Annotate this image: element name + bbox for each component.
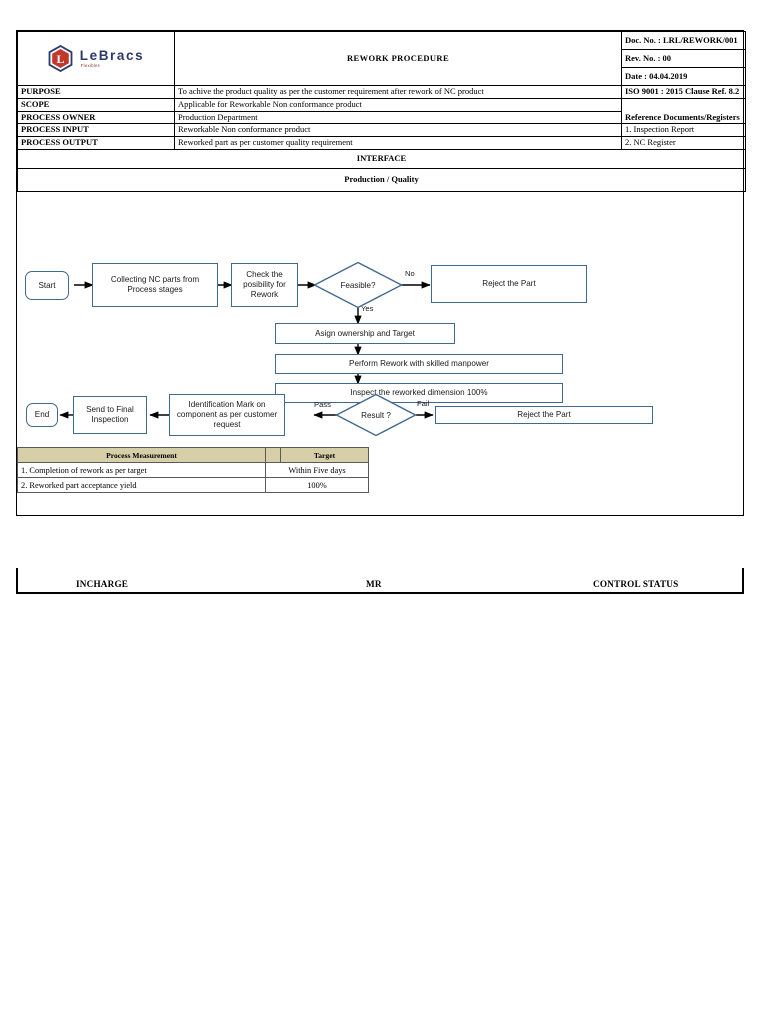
value-process-output: Reworked part as per customer quality re…	[174, 136, 622, 150]
flow-node-start[interactable]: Start	[25, 271, 69, 300]
flow-node-result-label: Result ?	[361, 410, 391, 420]
row-process-output: PROCESS OUTPUT Reworked part as per cust…	[17, 136, 746, 150]
company-logo: L LeBracs Flexibles	[21, 33, 171, 84]
flow-node-check-possibility[interactable]: Check the posibility for Rework	[231, 263, 298, 307]
footer-mr: MR	[366, 579, 382, 589]
flow-node-perform-rework[interactable]: Perform Rework with skilled manpower	[275, 354, 563, 374]
flow-node-assign-ownership[interactable]: Asign ownership and Target	[275, 323, 455, 344]
pm-row-1: 1. Completion of rework as per target Wi…	[17, 462, 369, 478]
flow-node-feasible-decision[interactable]: Feasible?	[313, 261, 403, 309]
pm-target-1: Within Five days	[265, 462, 369, 478]
doc-no: Doc. No. : LRL/REWORK/001	[621, 31, 746, 50]
header-row-title: L LeBracs Flexibles REWORK PROCEDURE Doc…	[17, 31, 746, 86]
logo-wordmark: LeBracs Flexibles	[80, 49, 144, 69]
row-process-owner: PROCESS OWNER Production Department	[17, 110, 746, 125]
edge-label-no: No	[405, 269, 415, 278]
document-title: REWORK PROCEDURE	[174, 31, 622, 86]
flow-node-reject-bottom[interactable]: Reject the Part	[435, 406, 653, 424]
pm-target-2: 100%	[265, 477, 369, 493]
logo-name: LeBracs	[79, 47, 145, 63]
pm-measure-1: 1. Completion of rework as per target	[17, 462, 266, 478]
doc-date: Date : 04.04.2019	[621, 67, 746, 86]
flow-node-result-decision[interactable]: Result ?	[335, 393, 417, 437]
process-measurement-table: Process Measurement Target 1. Completion…	[17, 447, 369, 493]
logo-subtitle: Flexibles	[80, 63, 100, 69]
value-scope: Applicable for Reworkable Non conformanc…	[174, 97, 622, 112]
flow-node-identification-mark[interactable]: Identification Mark on component as per …	[169, 394, 285, 436]
reference-item-1: 1. Inspection Report	[621, 123, 746, 138]
pm-header-gap	[265, 447, 281, 463]
document-frame: L LeBracs Flexibles REWORK PROCEDURE Doc…	[16, 30, 746, 516]
flowchart: Start Collecting NC parts from Process s…	[17, 243, 743, 515]
label-process-owner: PROCESS OWNER	[17, 110, 175, 125]
row-purpose: PURPOSE To achive the product quality as…	[17, 85, 746, 99]
reference-heading: Reference Documents/Registers	[621, 97, 746, 125]
iso-clause: ISO 9001 : 2015 Clause Ref. 8.2	[621, 85, 746, 99]
flow-node-send-final-inspection[interactable]: Send to Final Inspection	[73, 396, 147, 434]
flow-node-inspect-dimension[interactable]: Inspect the reworked dimension 100%	[275, 383, 563, 403]
rev-no: Rev. No. : 00	[621, 49, 746, 68]
row-interface: INTERFACE	[17, 148, 746, 169]
signature-footer: INCHARGE MR CONTROL STATUS	[16, 568, 744, 594]
edge-label-pass: Pass	[314, 400, 331, 409]
svg-text:L: L	[56, 52, 64, 66]
header-table: L LeBracs Flexibles REWORK PROCEDURE Doc…	[17, 31, 746, 192]
value-process-input: Reworkable Non conformance product	[174, 123, 622, 138]
flow-node-collect[interactable]: Collecting NC parts from Process stages	[92, 263, 218, 307]
header-row-date: Date : 04.04.2019	[18, 67, 746, 86]
logo-cell: L LeBracs Flexibles	[17, 31, 175, 86]
row-scope: SCOPE Applicable for Reworkable Non conf…	[17, 97, 746, 125]
hexagon-logo-icon: L	[48, 45, 73, 72]
label-purpose: PURPOSE	[17, 85, 175, 99]
footer-control-status: CONTROL STATUS	[593, 579, 679, 589]
footer-incharge: INCHARGE	[76, 579, 129, 589]
label-process-input: PROCESS INPUT	[17, 123, 175, 138]
pm-row-2: 2. Reworked part acceptance yield 100%	[17, 477, 369, 493]
edge-label-fail: Fail	[417, 399, 430, 408]
flow-node-end[interactable]: End	[26, 403, 58, 427]
label-scope: SCOPE	[17, 97, 175, 112]
value-process-owner: Production Department	[174, 110, 622, 125]
reference-item-2: 2. NC Register	[621, 136, 746, 150]
flow-node-feasible-label: Feasible?	[340, 280, 376, 290]
pm-header-measure: Process Measurement	[17, 447, 266, 463]
pm-header-target: Target	[280, 447, 369, 463]
edge-label-yes: Yes	[361, 304, 374, 313]
flow-node-reject-top[interactable]: Reject the Part	[431, 265, 587, 303]
row-process-input: PROCESS INPUT Reworkable Non conformance…	[17, 123, 746, 138]
pm-header-row: Process Measurement Target	[17, 447, 369, 463]
interface-heading: INTERFACE	[17, 148, 746, 169]
swimlane-heading: Production / Quality	[17, 167, 746, 192]
pm-measure-2: 2. Reworked part acceptance yield	[17, 477, 266, 493]
row-swimlane: Production / Quality	[17, 167, 746, 192]
label-process-output: PROCESS OUTPUT	[17, 136, 175, 150]
value-purpose: To achive the product quality as per the…	[174, 85, 622, 99]
